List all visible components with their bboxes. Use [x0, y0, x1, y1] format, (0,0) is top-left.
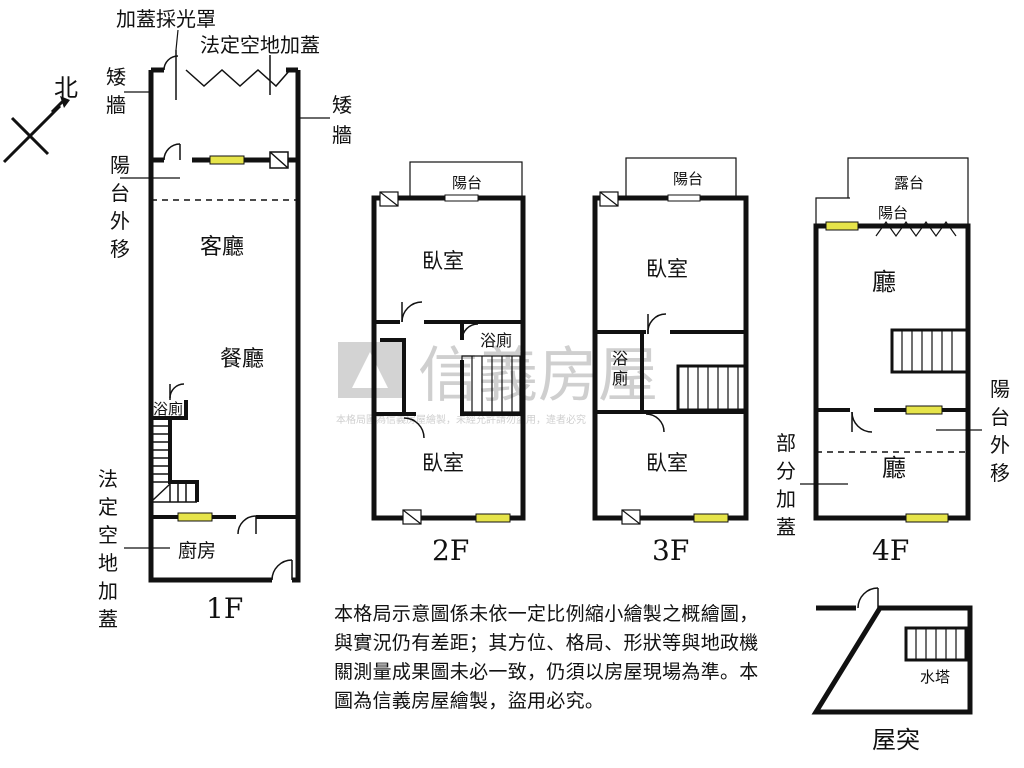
label-1f-balcony-moved-3: 外 — [110, 209, 130, 233]
floor-3f: 陽台 臥室 浴 廁 臥室 3F — [592, 157, 749, 567]
label-4f-partial-4: 蓋 — [776, 515, 796, 539]
floor-roof: 水塔 屋突 — [811, 587, 973, 754]
label-vacant-bottom-1: 法 — [98, 467, 118, 491]
label-vacant-bottom-4: 地 — [98, 551, 118, 575]
label-water-tower: 水塔 — [920, 668, 950, 686]
label-vacant-bottom-5: 加 — [98, 579, 118, 603]
label-3f-balcony: 陽台 — [673, 170, 703, 188]
disclaimer-text: 本格局示意圖係未依一定比例縮小繪製之概繪圖，與實況仍有差距；其方位、格局、形狀等… — [334, 603, 759, 712]
label-skylight: 加蓋採光罩 — [116, 7, 216, 31]
north-arrow-icon — [60, 96, 70, 108]
label-living-room: 客廳 — [200, 235, 244, 260]
label-2f-bedroom-top: 臥室 — [422, 249, 464, 273]
label-4f-partial-3: 加 — [776, 487, 796, 511]
label-vacant-bottom-6: 蓋 — [98, 607, 118, 631]
label-1f-balcony-moved-1: 陽 — [110, 153, 130, 177]
label-vacant-bottom-2: 定 — [98, 495, 118, 519]
label-4f-terrace: 露台 — [894, 174, 924, 192]
label-4f-balcony-moved-1: 陽 — [990, 377, 1010, 401]
compass-north-label: 北 — [54, 74, 78, 102]
label-2f-balcony: 陽台 — [452, 174, 482, 192]
label-3f-bath-2: 廁 — [612, 369, 628, 388]
label-4f-balcony-moved-2: 台 — [990, 405, 1010, 429]
label-4f-balcony-moved-4: 移 — [990, 461, 1010, 485]
label-low-wall-right-2: 牆 — [332, 123, 352, 147]
floor-4f: 露台 陽台 廳 廳 陽 台 外 移 部 分 加 蓋 4F — [776, 157, 1010, 567]
label-4f-hall-top: 廳 — [872, 268, 896, 296]
label-kitchen: 廚房 — [178, 539, 216, 562]
floor-name-roof: 屋突 — [872, 726, 920, 754]
label-4f-balcony-moved-3: 外 — [990, 433, 1010, 457]
label-2f-bedroom-bottom: 臥室 — [422, 451, 464, 475]
floor-name-3f: 3F — [652, 534, 689, 567]
label-1f-balcony-moved-2: 台 — [110, 181, 130, 205]
label-1f-bath: 浴廁 — [153, 400, 183, 418]
label-dining-room: 餐廳 — [220, 347, 264, 372]
label-low-wall-left-1: 矮 — [106, 65, 126, 89]
label-4f-partial-2: 分 — [776, 459, 796, 483]
label-low-wall-right-1: 矮 — [332, 93, 352, 117]
label-2f-bath: 浴廁 — [480, 331, 512, 350]
floor-2f: 陽台 臥室 浴廁 臥室 2F — [371, 161, 526, 567]
label-vacant-bottom-3: 空 — [98, 523, 118, 547]
label-1f-balcony-moved-4: 移 — [110, 237, 130, 261]
watermark-brand: 信義房屋 — [418, 341, 658, 411]
label-4f-partial-1: 部 — [776, 431, 796, 455]
label-3f-bedroom-top: 臥室 — [646, 257, 688, 281]
label-3f-bath-1: 浴 — [612, 349, 628, 368]
label-low-wall-left-2: 牆 — [106, 93, 126, 117]
compass: 北 — [2, 74, 78, 164]
label-vacant-top: 法定空地加蓋 — [200, 33, 320, 57]
label-3f-bedroom-bottom: 臥室 — [646, 451, 688, 475]
floor-1f: 加蓋採光罩 法定空地加蓋 矮 牆 矮 牆 陽 台 外 移 客廳 餐廳 浴廁 法 … — [98, 7, 352, 631]
label-4f-balcony: 陽台 — [878, 204, 908, 222]
floor-name-4f: 4F — [872, 534, 909, 567]
floor-name-2f: 2F — [432, 534, 469, 567]
label-4f-hall-bottom: 廳 — [882, 454, 906, 482]
floor-name-1f: 1F — [206, 592, 243, 625]
